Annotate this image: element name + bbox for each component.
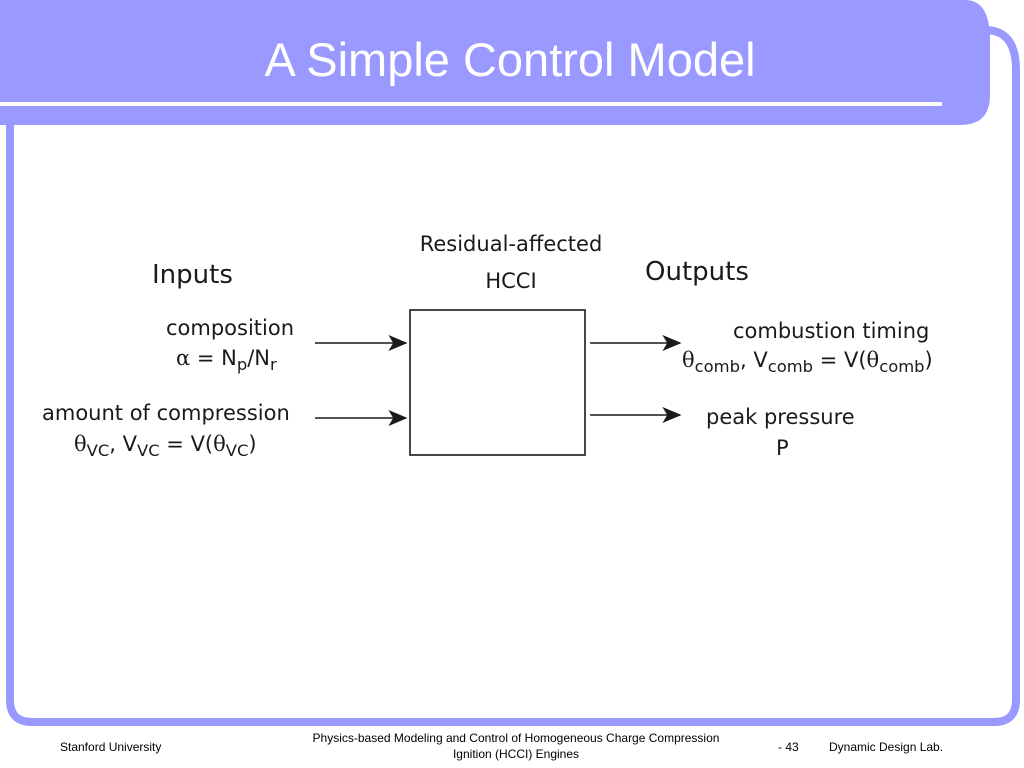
page-number: - 43 — [778, 740, 799, 754]
input-composition-formula: α = Np/Nr — [176, 346, 277, 374]
output-timing-formula: θcomb, Vcomb = V(θcomb) — [682, 348, 933, 376]
outputs-heading: Outputs — [645, 257, 749, 287]
slide-border — [6, 26, 1020, 726]
output-pressure-label: peak pressure — [706, 405, 855, 429]
output-pressure-symbol: P — [776, 436, 789, 460]
block-title-line1: Residual-affected — [419, 232, 603, 256]
footer-left: Stanford University — [60, 740, 162, 754]
inputs-heading: Inputs — [152, 260, 233, 290]
hcci-block — [409, 309, 586, 456]
footer-right: Dynamic Design Lab. — [829, 740, 944, 754]
title-banner — [0, 0, 990, 125]
output-timing-label: combustion timing — [733, 319, 930, 343]
input-composition-label: composition — [166, 316, 295, 340]
input-compression-formula: θVC, VVC = V(θVC) — [74, 432, 257, 460]
footer-center-line1: Physics-based Modeling and Control of Ho… — [312, 731, 720, 745]
block-title-line2: HCCI — [485, 269, 537, 293]
input-compression-label: amount of compression — [42, 401, 290, 425]
footer-center-line2: Ignition (HCCI) Engines — [452, 747, 580, 761]
slide-title: A Simple Control Model — [264, 33, 756, 86]
